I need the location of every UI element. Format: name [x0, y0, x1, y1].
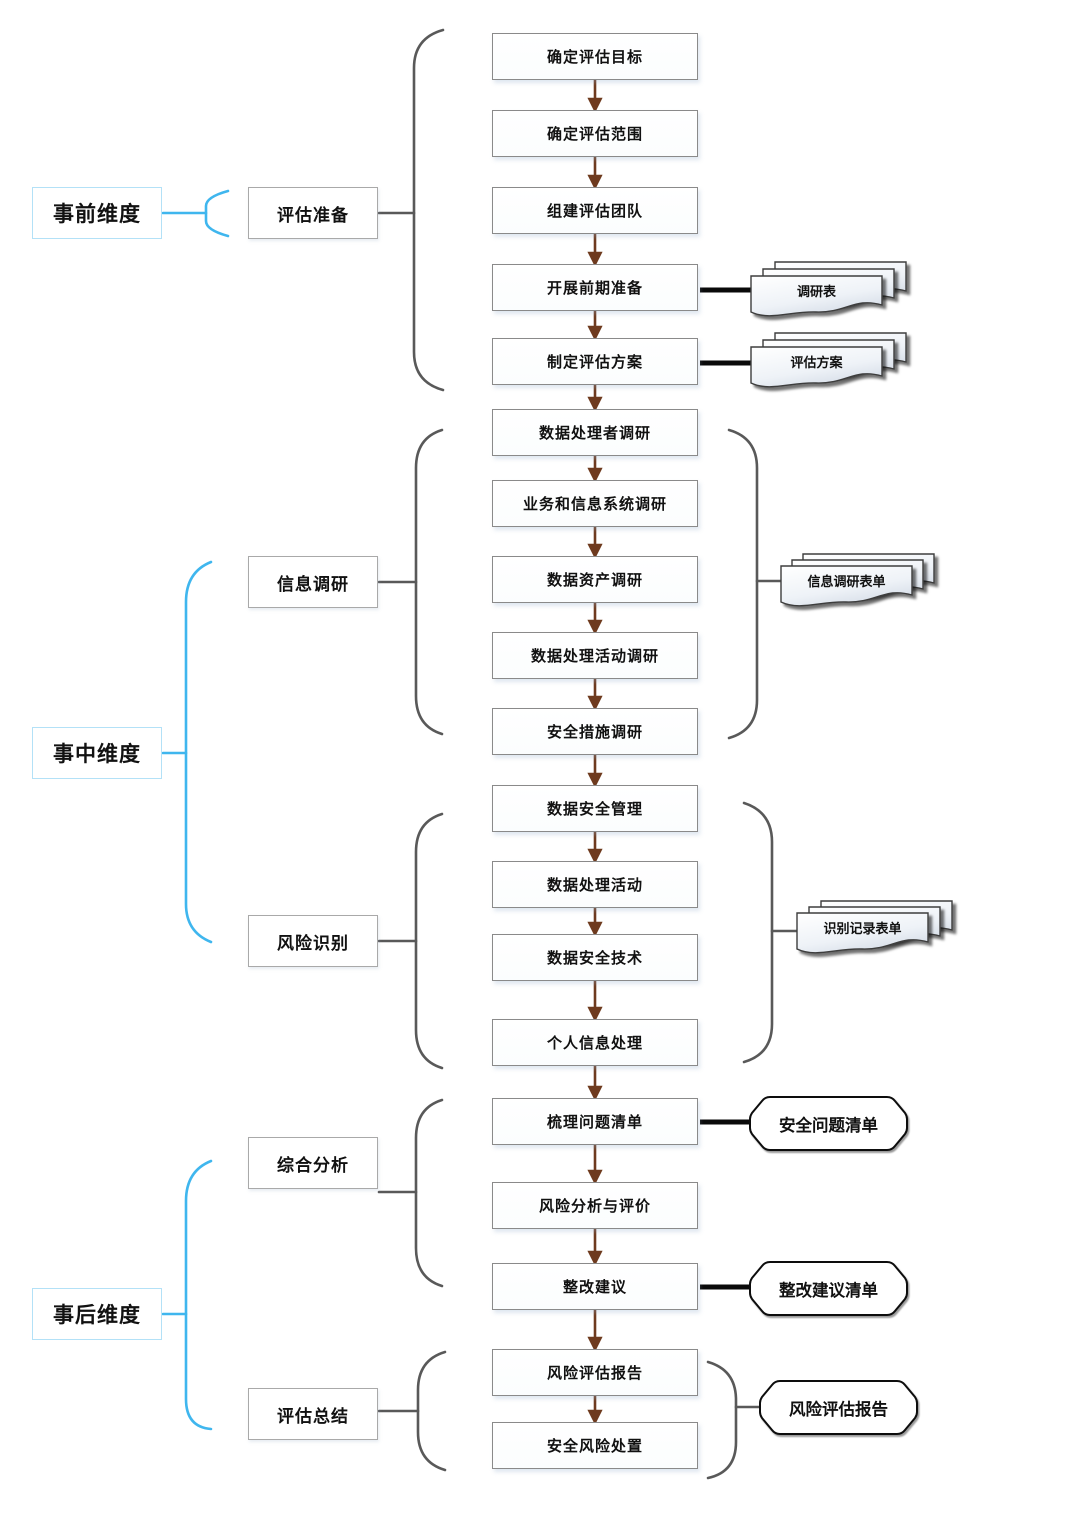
output-security-issue-list-label: 安全问题清单	[779, 1116, 878, 1135]
brace-mid-dimension	[184, 560, 213, 944]
brace-right-report	[706, 1360, 738, 1480]
gray-brace-group	[377, 28, 801, 1480]
document-info-research-forms-label: 信息调研表单	[807, 574, 886, 589]
output-risk-assessment-report-label: 风险评估报告	[789, 1400, 888, 1419]
brace-pre-dimension	[204, 189, 230, 238]
stage-risk-identification: 风险识别	[248, 915, 378, 967]
step-17: 整改建议	[492, 1263, 698, 1310]
brace-post-dimension	[184, 1159, 213, 1431]
dimension-pre: 事前维度	[32, 187, 162, 239]
stage-assessment-prep: 评估准备	[248, 187, 378, 239]
brace-right-risk	[742, 801, 774, 1064]
flow-arrows-group	[587, 80, 603, 1425]
document-survey-form-label: 调研表	[796, 284, 836, 299]
step-1: 确定评估目标	[492, 33, 698, 80]
step-12: 数据处理活动	[492, 861, 698, 908]
dimension-post: 事后维度	[32, 1288, 162, 1340]
blue-brace-group	[161, 189, 230, 1431]
dimension-during: 事中维度	[32, 727, 162, 779]
step-8: 数据资产调研	[492, 556, 698, 603]
step-15: 梳理问题清单	[492, 1098, 698, 1145]
step-5: 制定评估方案	[492, 338, 698, 385]
step-16: 风险分析与评价	[492, 1182, 698, 1229]
brace-stage-risk	[414, 812, 444, 1070]
step-2: 确定评估范围	[492, 110, 698, 157]
step-9: 数据处理活动调研	[492, 632, 698, 679]
stage-assessment-summary: 评估总结	[248, 1388, 378, 1440]
step-19: 安全风险处置	[492, 1422, 698, 1469]
step-4: 开展前期准备	[492, 264, 698, 311]
brace-stage-prep	[412, 28, 445, 392]
thick-connector-group	[700, 287, 752, 1290]
step-11: 数据安全管理	[492, 785, 698, 832]
step-18: 风险评估报告	[492, 1349, 698, 1396]
step-13: 数据安全技术	[492, 934, 698, 981]
document-identification-record-forms-label: 识别记录表单	[823, 921, 902, 936]
document-assessment-plan-label: 评估方案	[790, 355, 843, 370]
brace-stage-research	[414, 428, 444, 736]
brace-stage-summary	[416, 1350, 447, 1472]
step-3: 组建评估团队	[492, 187, 698, 234]
step-6: 数据处理者调研	[492, 409, 698, 456]
stage-comprehensive-analysis: 综合分析	[248, 1137, 378, 1189]
stage-info-research: 信息调研	[248, 556, 378, 608]
step-10: 安全措施调研	[492, 708, 698, 755]
step-14: 个人信息处理	[492, 1019, 698, 1066]
brace-stage-analysis	[414, 1098, 444, 1288]
step-7: 业务和信息系统调研	[492, 480, 698, 527]
output-rectification-suggestion-list-label: 整改建议清单	[779, 1281, 878, 1300]
brace-right-research	[727, 428, 759, 740]
